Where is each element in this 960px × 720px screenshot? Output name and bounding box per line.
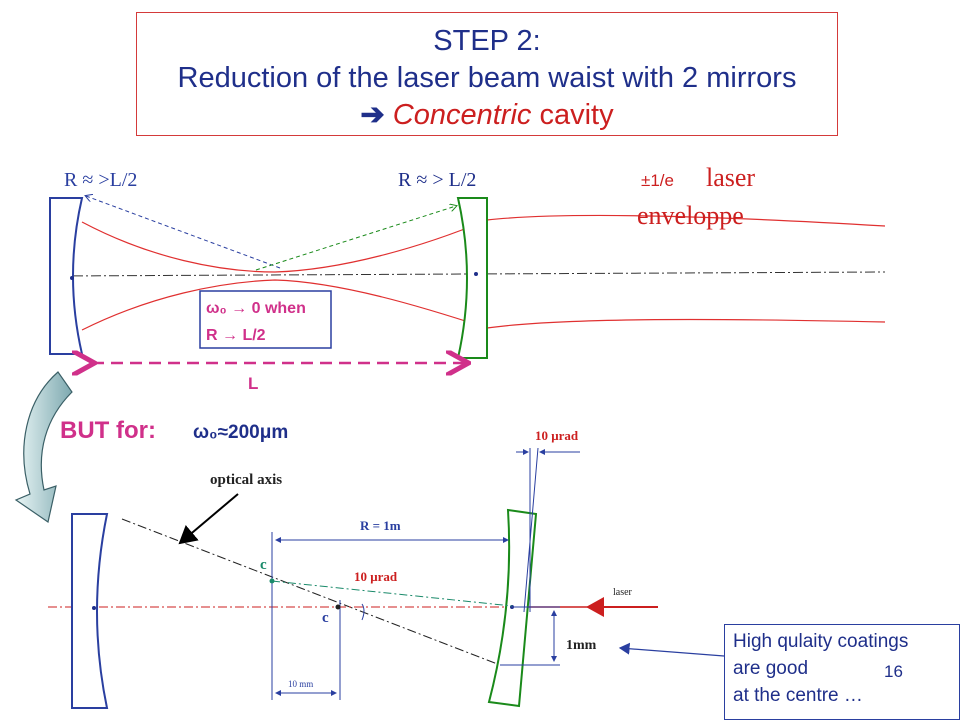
right-mirror-radius-label: R ≈ > L/2 — [398, 169, 476, 191]
shift-label: 10 mm — [288, 679, 313, 689]
waist-condition-2: R → L/2 — [206, 327, 266, 344]
but-for-expression: ω₀≈200μm — [193, 422, 288, 443]
center-c-lower: c — [322, 610, 329, 626]
length-label: L — [248, 374, 258, 393]
top-envelope-lower — [81, 279, 886, 331]
center-c-lower-dot — [335, 604, 341, 610]
callout-pointer — [618, 642, 725, 657]
waist-box — [199, 290, 332, 349]
callout-line-1: High qulaity coatings — [733, 631, 909, 652]
waist-condition-1: ω₀ → 0 when — [206, 300, 306, 317]
optical-axis-label: optical axis — [210, 472, 282, 488]
offset-label: 1mm — [566, 638, 597, 653]
callout-line-3: at the centre … — [733, 685, 863, 706]
curved-transition-arrow — [14, 371, 73, 523]
radius-label: R = 1m — [360, 518, 401, 533]
title-box: STEP 2: Reduction of the laser beam wais… — [136, 12, 838, 136]
envelope-prefix: ±1/e — [641, 171, 674, 190]
top-left-mirror-center — [70, 276, 74, 280]
bottom-left-mirror — [71, 513, 109, 709]
title-cavity: cavity — [531, 99, 614, 131]
title-line-2: Reduction of the laser beam waist with 2… — [177, 62, 797, 94]
coatings-callout: High qulaity coatings are good at the ce… — [724, 624, 960, 720]
envelope-word-laser: laser — [706, 163, 755, 192]
page-number: 16 — [884, 662, 903, 681]
callout-line-2: are good — [733, 658, 809, 679]
left-radius-arrow — [86, 196, 281, 269]
left-mirror-radius-label: R ≈ >L/2 — [64, 169, 137, 191]
bottom-optical-axis — [121, 518, 501, 666]
title-line-3: ➔ Concentric cavity — [137, 97, 837, 134]
angle-mid-label: 10 μrad — [354, 569, 398, 584]
right-arrow-icon: ➔ — [360, 99, 385, 131]
envelope-word-enveloppe: enveloppe — [637, 201, 744, 230]
angle-mid-arc — [361, 603, 365, 621]
top-right-mirror-center — [474, 272, 478, 276]
angle-top-vertical-2 — [523, 447, 539, 613]
laser-label: laser — [613, 587, 633, 598]
title-line-1: STEP 2: — [433, 25, 541, 57]
tilted-axis — [271, 580, 513, 607]
title-concentric: Concentric — [392, 99, 532, 131]
right-radius-arrow — [255, 206, 456, 271]
optical-axis-pointer — [178, 493, 239, 545]
top-envelope-upper — [81, 214, 886, 273]
center-c-upper: c — [260, 557, 267, 573]
top-right-mirror — [456, 197, 488, 359]
but-for-label: BUT for: — [60, 417, 156, 444]
bottom-left-mirror-center — [92, 606, 96, 610]
angle-top-label: 10 μrad — [535, 428, 579, 443]
